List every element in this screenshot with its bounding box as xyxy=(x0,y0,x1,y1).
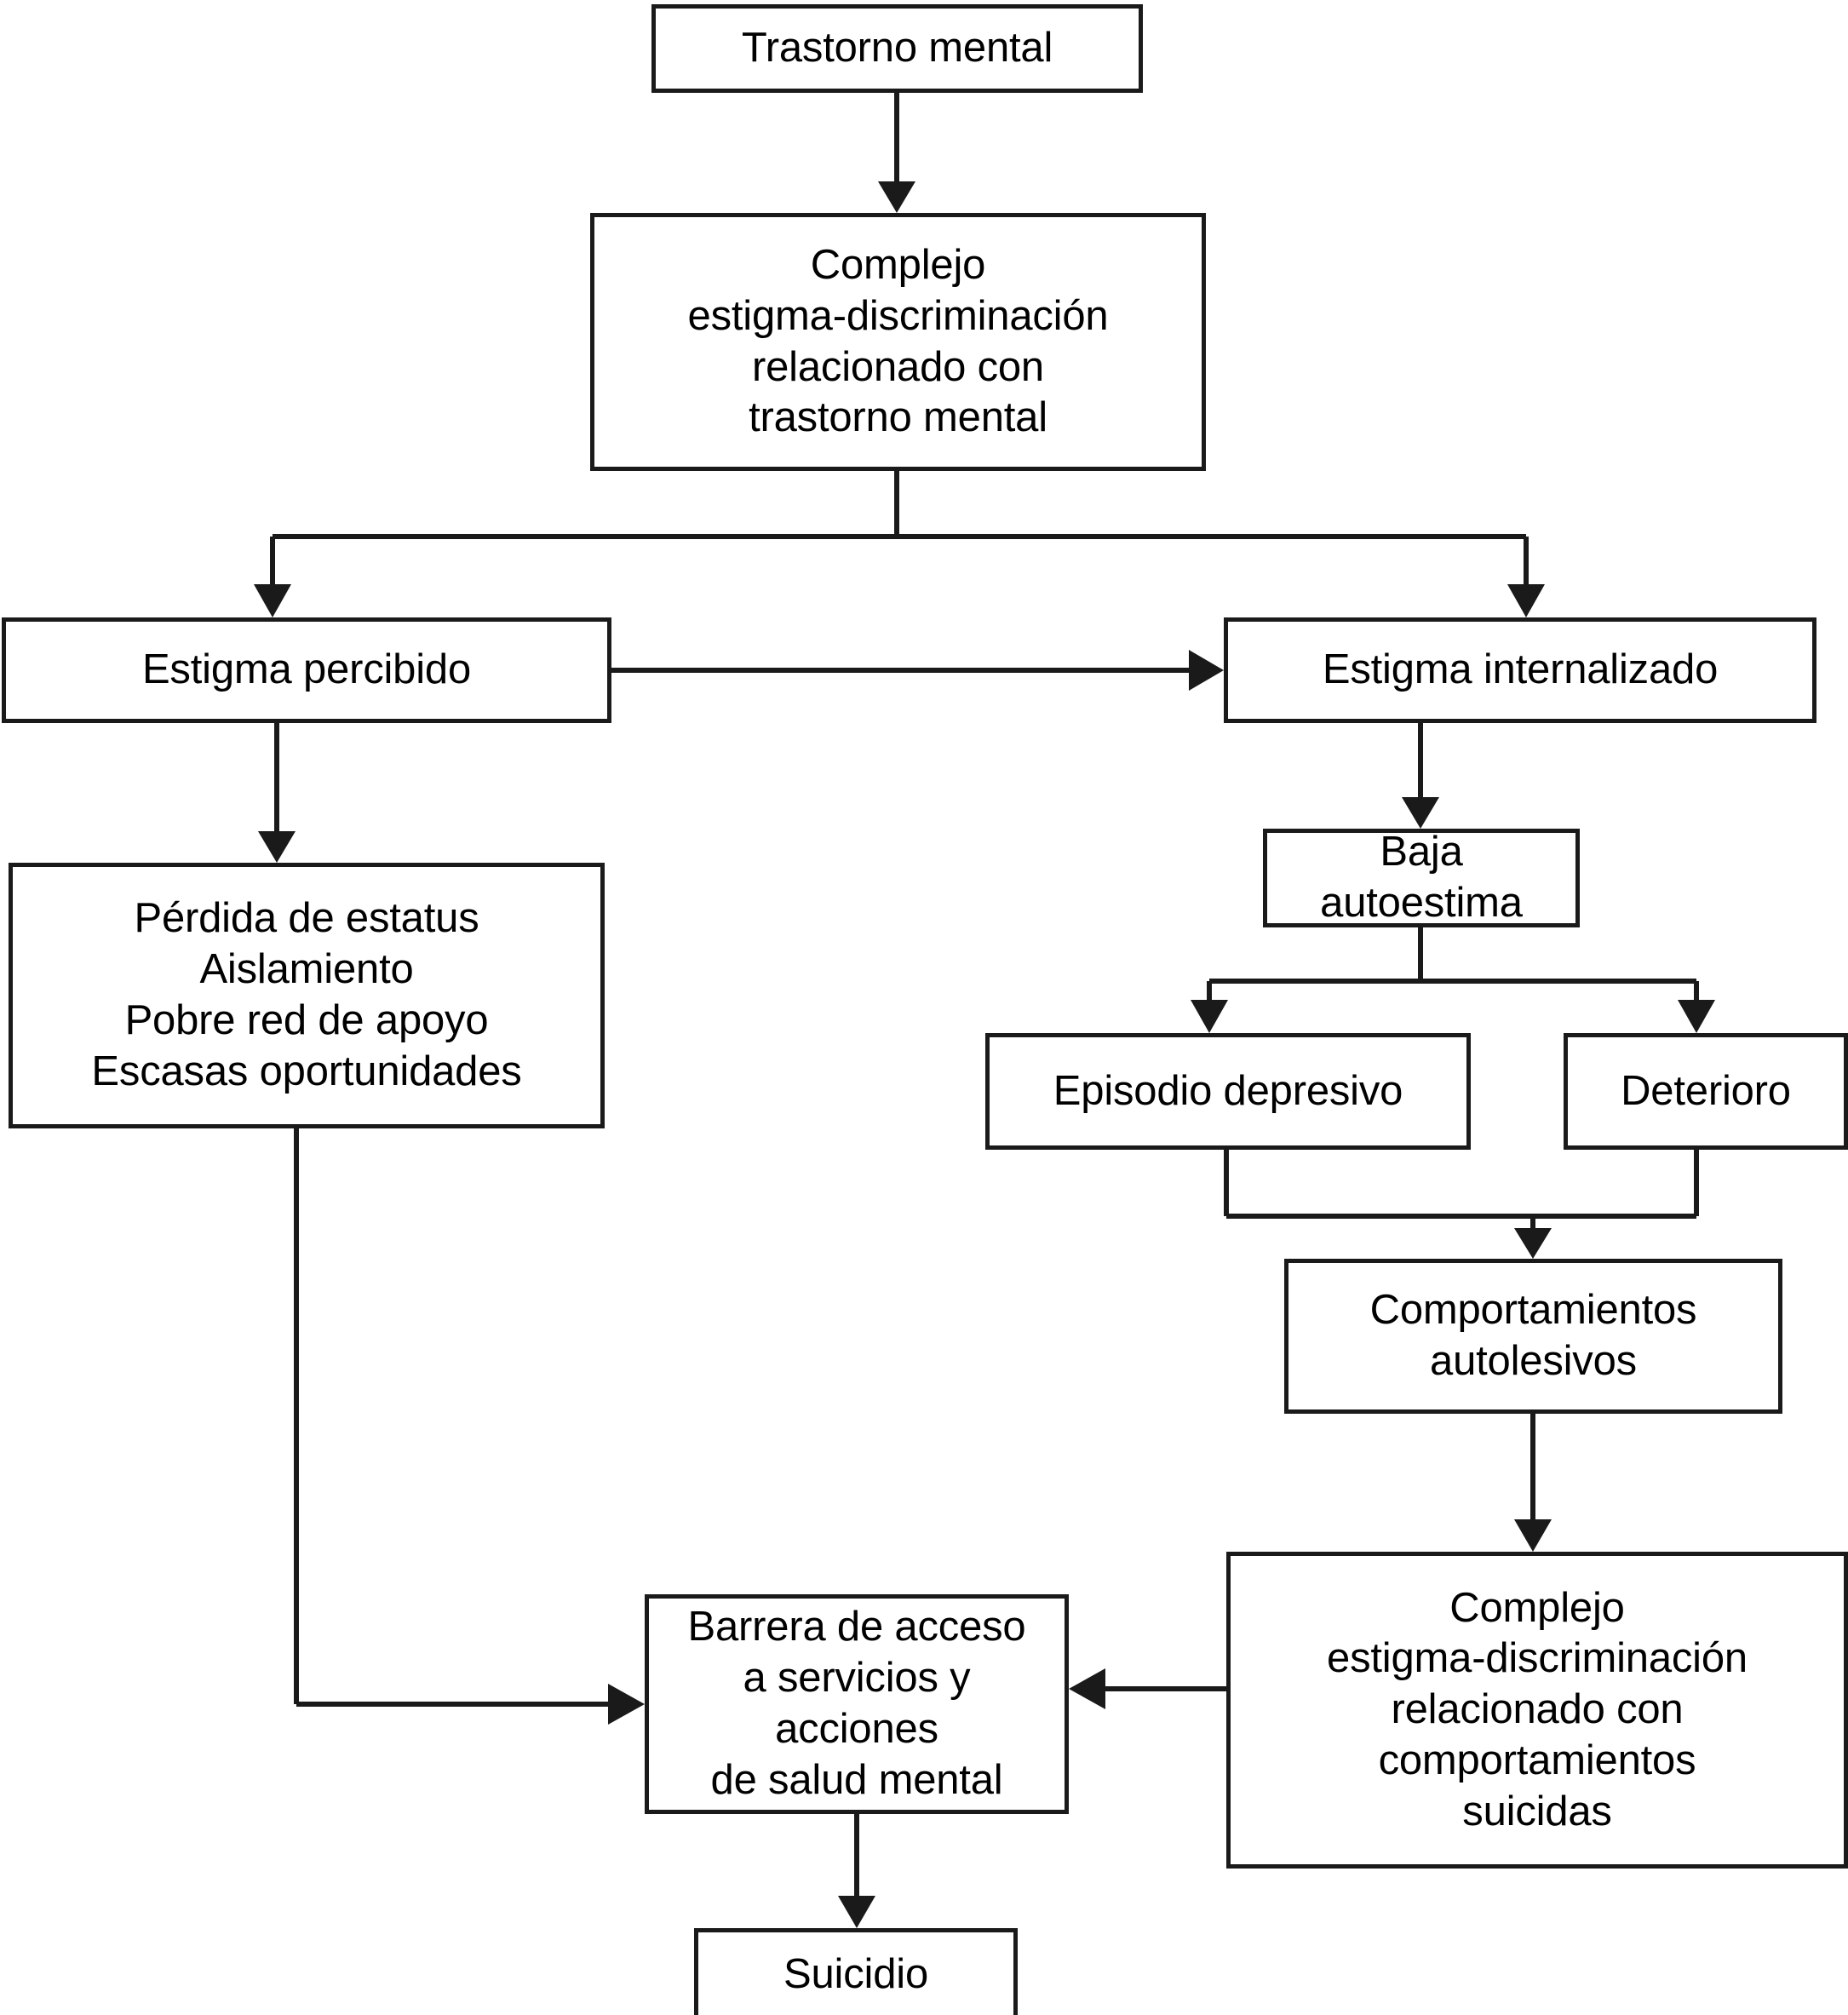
node-label: Suicidio xyxy=(783,1951,928,1998)
node-episodio-depresivo[interactable]: Episodio depresivo xyxy=(985,1033,1471,1150)
node-label: Complejo estigma-discriminación relacion… xyxy=(687,241,1109,441)
connector-autolesivos-to-complejo-suicidas xyxy=(1514,1414,1552,1552)
node-label: Complejo estigma-discriminación relacion… xyxy=(1327,1584,1748,1834)
node-suicidio[interactable]: Suicidio xyxy=(694,1928,1018,2015)
connector-complejo-split xyxy=(254,471,1545,617)
node-comportamientos-autolesivos[interactable]: Comportamientos autolesivos xyxy=(1284,1259,1782,1414)
connector-internalizado-to-autoestima xyxy=(1402,723,1439,829)
connector-consecuencias-to-barrera xyxy=(294,1128,645,1725)
node-label: Estigma percibido xyxy=(141,646,472,693)
node-estigma-percibido[interactable]: Estigma percibido xyxy=(2,617,611,723)
node-complejo-estigma-suicidas[interactable]: Complejo estigma-discriminación relacion… xyxy=(1226,1552,1848,1869)
node-baja-autoestima[interactable]: Baja autoestima xyxy=(1263,829,1580,927)
node-trastorno-mental[interactable]: Trastorno mental xyxy=(651,4,1143,93)
node-label: Comportamientos autolesivos xyxy=(1369,1287,1697,1384)
connector-percibido-to-consecuencias xyxy=(258,723,296,863)
node-consecuencias-sociales[interactable]: Pérdida de estatus Aislamiento Pobre red… xyxy=(9,863,605,1128)
connector-barrera-to-suicidio xyxy=(838,1814,875,1928)
connector-trastorno-to-complejo xyxy=(878,93,915,213)
node-label: Baja autoestima xyxy=(1320,829,1523,926)
connector-percibido-to-internalizado xyxy=(611,650,1224,691)
node-label: Trastorno mental xyxy=(741,25,1053,72)
node-label: Barrera de acceso a servicios y acciones… xyxy=(687,1604,1026,1803)
connector-complejo-suicidas-to-barrera xyxy=(1069,1668,1226,1709)
connector-autoestima-split xyxy=(1191,927,1715,1033)
node-label: Pérdida de estatus Aislamiento Pobre red… xyxy=(91,895,522,1094)
node-label: Estigma internalizado xyxy=(1322,646,1719,693)
node-estigma-internalizado[interactable]: Estigma internalizado xyxy=(1224,617,1816,723)
node-complejo-estigma-trastorno[interactable]: Complejo estigma-discriminación relacion… xyxy=(590,213,1206,471)
connector-merge-to-autolesivos xyxy=(1224,1150,1699,1259)
node-barrera-acceso[interactable]: Barrera de acceso a servicios y acciones… xyxy=(645,1594,1069,1814)
node-label: Episodio depresivo xyxy=(1053,1067,1403,1114)
node-label: Deterioro xyxy=(1621,1067,1791,1114)
node-deterioro[interactable]: Deterioro xyxy=(1564,1033,1848,1150)
